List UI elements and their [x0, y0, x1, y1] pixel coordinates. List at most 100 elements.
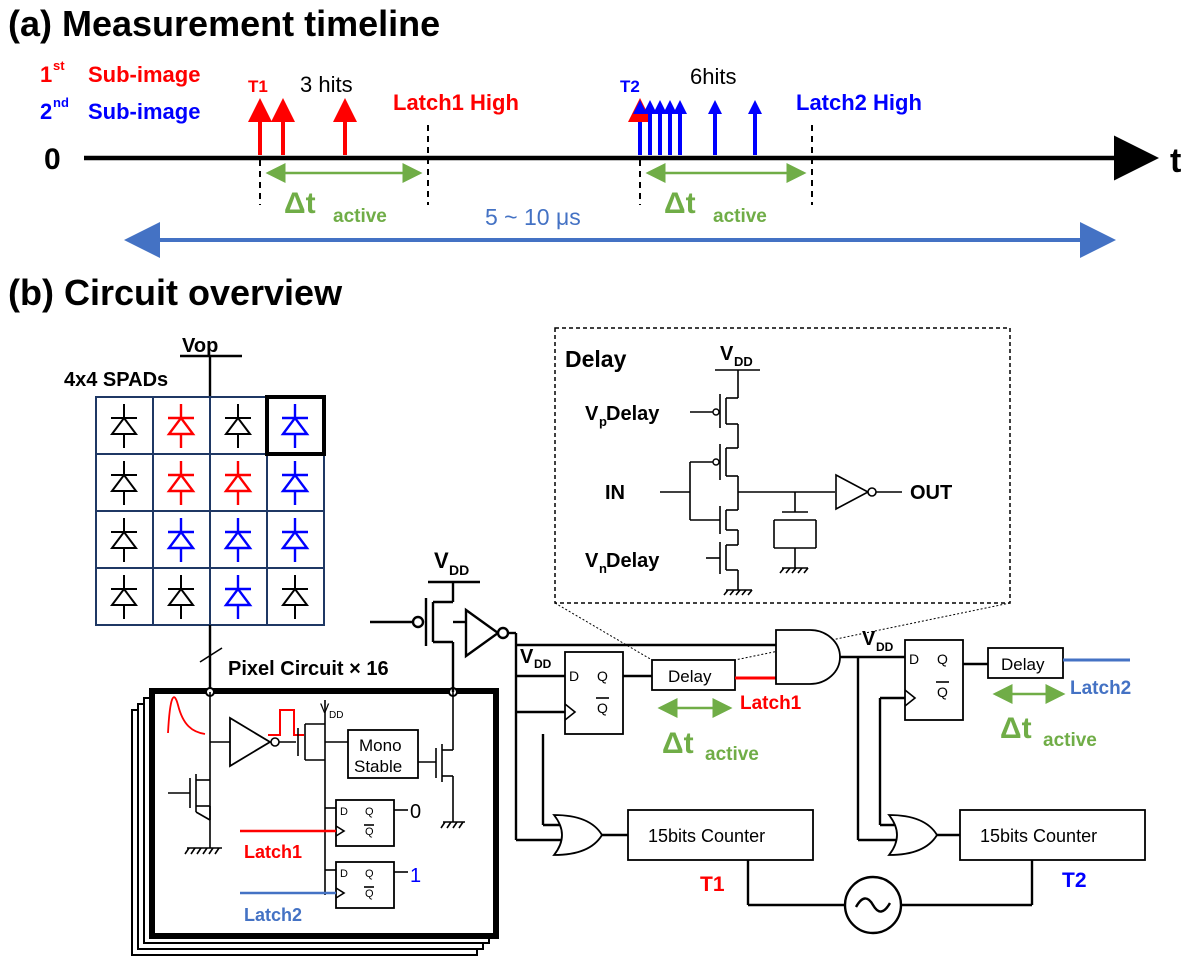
- dff2-vdd-sub: DD: [876, 640, 894, 654]
- dt-active-1-sub: active: [333, 206, 387, 227]
- inset-vdd-sub: DD: [734, 354, 753, 369]
- or-gate-2: [887, 814, 939, 856]
- dff2-qb: Q: [937, 684, 948, 700]
- pixel-dff-1-q: Q: [365, 806, 374, 818]
- dt-active-2-sub: active: [713, 206, 767, 227]
- dff2-d: D: [909, 651, 919, 667]
- section-a-title: (a) Measurement timeline: [8, 3, 440, 44]
- pixel-out-0: 0: [410, 801, 421, 823]
- window-markers: [259, 125, 813, 205]
- pixel-dff-2: [335, 861, 395, 909]
- pixel-vdd: V: [320, 700, 330, 716]
- inset-in: IN: [605, 482, 625, 504]
- inset-vdd: V: [720, 343, 734, 365]
- sub-image-2-num: 2: [40, 99, 52, 124]
- pixel-internals: V DD Mono Stable: [167, 687, 465, 925]
- counter-2-label: 15bits Counter: [980, 826, 1097, 846]
- hits-2: [628, 98, 762, 155]
- hits-1-label: 3 hits: [300, 72, 353, 97]
- section-b-circuit: (b) Circuit overview Vop 4x4 SPADs: [8, 272, 1146, 956]
- mono-label: Mono: [359, 736, 402, 755]
- sub-image-1-label: Sub-image: [88, 62, 200, 87]
- counter-2-t2: T2: [1062, 869, 1087, 892]
- dff2-q: Q: [937, 651, 948, 667]
- dff-2: [904, 639, 964, 721]
- mono-stable-block: [347, 729, 419, 779]
- period-label: 5 ~ 10 μs: [485, 204, 581, 230]
- dff1-d: D: [569, 668, 579, 684]
- latch1-high-label: Latch1 High: [393, 90, 519, 115]
- delay-inset-title: Delay: [565, 346, 627, 372]
- vp-delay-sub: p: [599, 414, 607, 429]
- delay-1-label: Delay: [668, 667, 712, 686]
- stable-label: Stable: [354, 757, 402, 776]
- dff2-vdd: V: [862, 628, 876, 650]
- clock-source: [746, 860, 1034, 935]
- pixel-dff-1-d: D: [340, 806, 348, 818]
- delay-2-label: Delay: [1001, 655, 1045, 674]
- zoom-line-right: [734, 602, 1011, 661]
- vp-delay-rest: Delay: [606, 403, 660, 425]
- sub-image-2-sup: nd: [53, 95, 69, 110]
- t1-label: T1: [248, 77, 268, 96]
- sub-image-1-sup: st: [53, 58, 65, 73]
- pixel-circuit-stack: [131, 688, 499, 956]
- dt-active-2-label: Δt: [664, 187, 696, 220]
- delay-block-2: [987, 647, 1064, 679]
- dff-1: [564, 651, 624, 735]
- latch2-chain: V DD D Q Q Delay Latch2 Δt active: [858, 628, 1146, 892]
- counter-1: [627, 809, 814, 861]
- dt-b2: Δt: [1000, 712, 1032, 745]
- pixel-dff-2-d: D: [340, 868, 348, 880]
- counter-2: [959, 809, 1146, 861]
- or-gate-1: [552, 814, 604, 856]
- dt-b1: Δt: [662, 727, 694, 760]
- latch2-high-label: Latch2 High: [796, 90, 922, 115]
- time-axis-label: t: [1170, 142, 1181, 180]
- hits-1: [248, 98, 357, 155]
- dt-active-1-label: Δt: [284, 187, 316, 220]
- hits-2-label: 6hits: [690, 64, 736, 89]
- spad-array: [95, 395, 326, 626]
- pixel-dff-1-qb: Q: [365, 826, 374, 838]
- dt-b1-sub: active: [705, 744, 759, 765]
- dff1-q: Q: [597, 668, 608, 684]
- delay-block-1: [651, 659, 736, 691]
- pixel-latch1-label: Latch1: [244, 842, 302, 862]
- vn-delay-rest: Delay: [606, 550, 660, 572]
- section-b-title: (b) Circuit overview: [8, 272, 343, 313]
- sub-image-2-label: Sub-image: [88, 99, 200, 124]
- zoom-line-left: [554, 602, 653, 661]
- section-a-timeline: (a) Measurement timeline 1 st Sub-image …: [8, 3, 1181, 258]
- latch1-chain: V DD D Q Q Delay Latch1 Δt active: [516, 629, 860, 896]
- vp-delay-v: V: [585, 403, 599, 425]
- dff1-vdd-sub: DD: [534, 657, 552, 671]
- inset-out: OUT: [910, 482, 952, 504]
- t2-label: T2: [620, 77, 640, 96]
- bus-slash: [199, 647, 223, 663]
- vop-label: Vop: [182, 335, 218, 357]
- pixel-dff-1: [335, 799, 395, 847]
- vdd-pmos-sub: DD: [449, 562, 469, 578]
- origin-label: 0: [44, 143, 61, 176]
- output-stage: V DD: [370, 548, 518, 840]
- sub-image-1-num: 1: [40, 62, 52, 87]
- latch2-label: Latch2: [1070, 678, 1131, 699]
- vn-delay-sub: n: [599, 561, 607, 576]
- pixel-dff-2-qb: Q: [365, 888, 374, 900]
- pixel-vdd-sub: DD: [329, 710, 343, 721]
- and-gate: [775, 629, 841, 685]
- pixel-dff-2-q: Q: [365, 868, 374, 880]
- pixel-circuit-label: Pixel Circuit × 16: [228, 658, 389, 680]
- pixel-out-1: 1: [410, 865, 421, 887]
- dff1-vdd: V: [520, 646, 534, 668]
- latch1-label: Latch1: [740, 693, 802, 714]
- dt-b2-sub: active: [1043, 730, 1097, 751]
- counter-1-label: 15bits Counter: [648, 826, 765, 846]
- spads-label: 4x4 SPADs: [64, 369, 168, 391]
- vn-delay-v: V: [585, 550, 599, 572]
- pixel-latch2-label: Latch2: [244, 905, 302, 925]
- dff1-qb: Q: [597, 700, 608, 716]
